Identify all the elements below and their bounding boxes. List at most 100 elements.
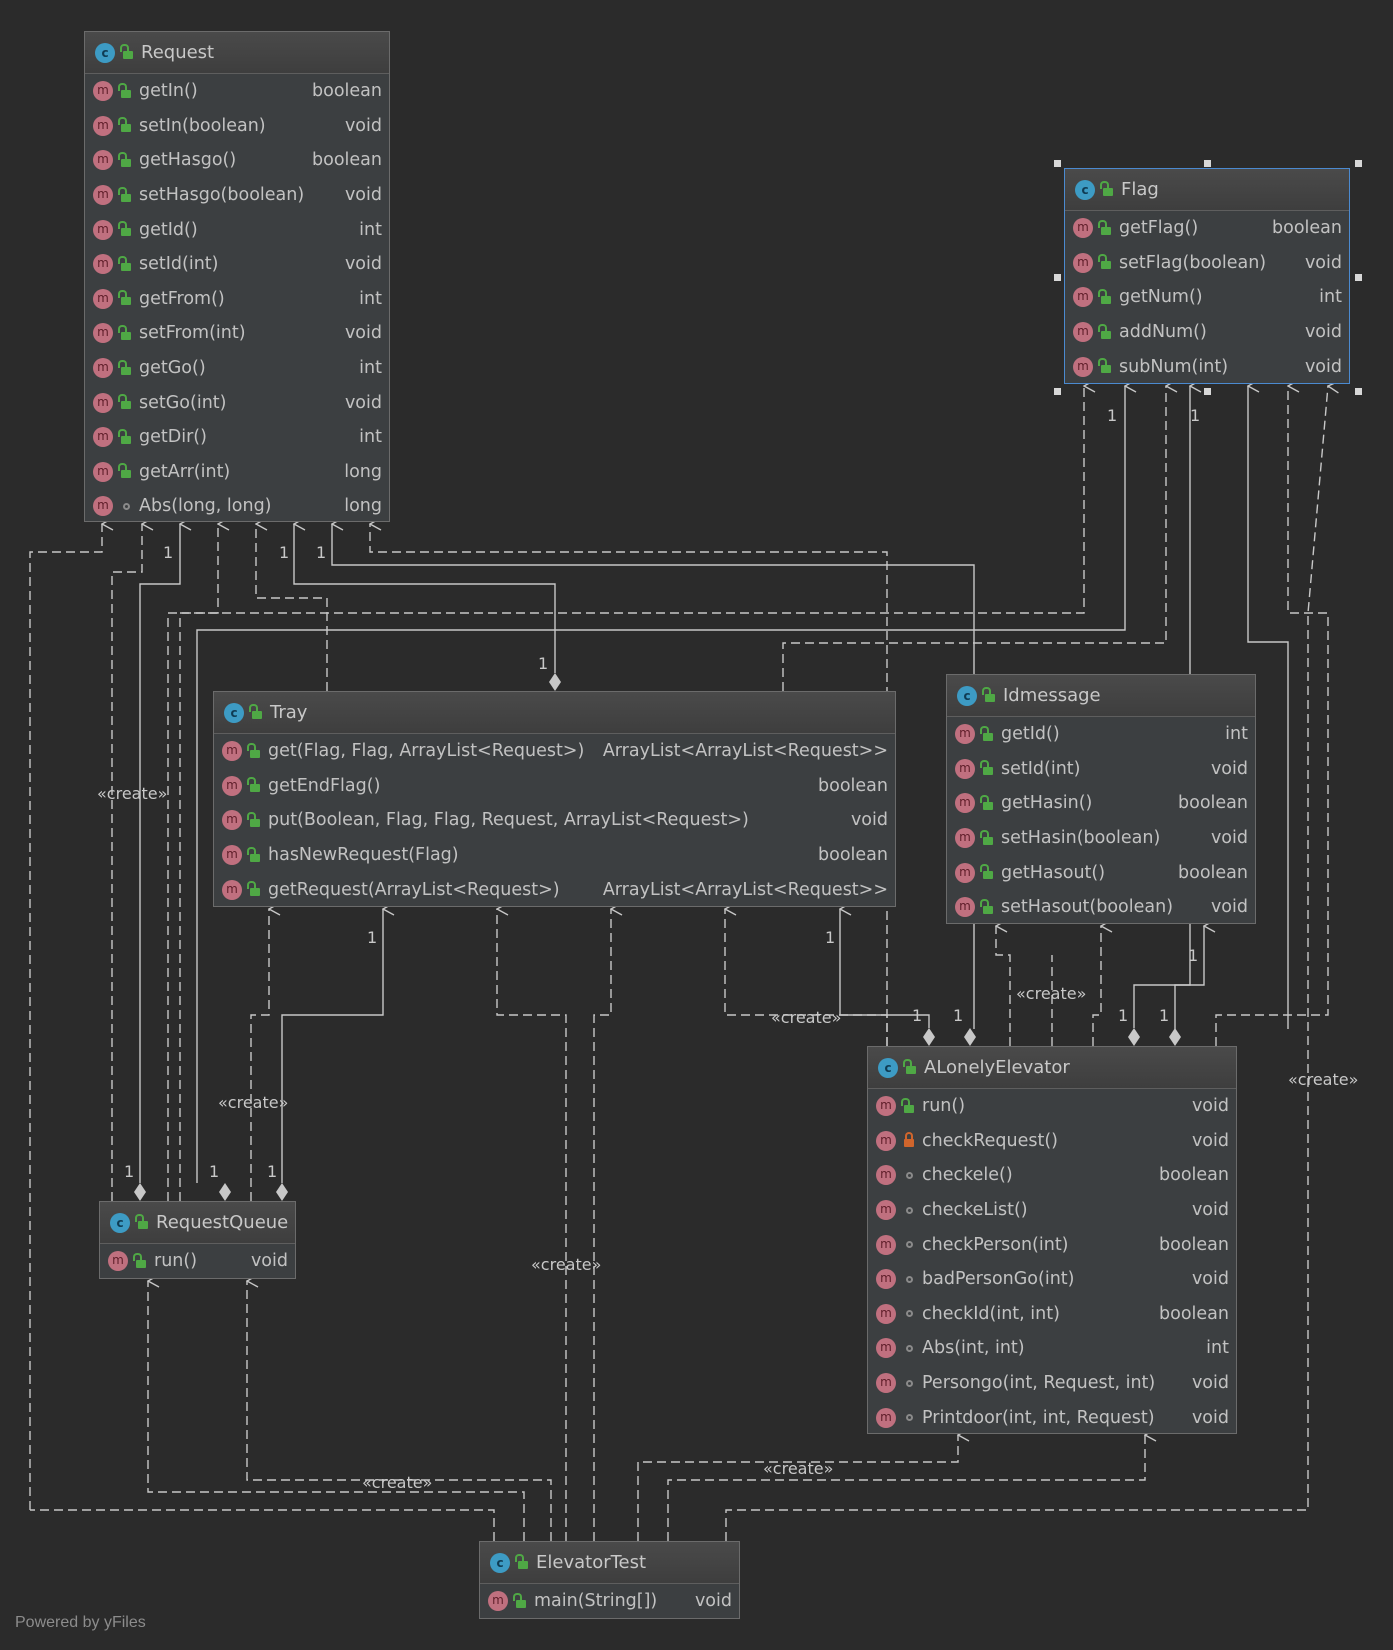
method-name: getIn() [139, 81, 198, 102]
class-header[interactable]: c Request [85, 32, 389, 74]
dependency-edge[interactable] [725, 909, 888, 1046]
dependency-edge[interactable] [247, 1281, 552, 1541]
class-icon: c [110, 1212, 130, 1233]
class-header[interactable]: c Idmessage [947, 675, 1255, 717]
dependency-edge[interactable] [593, 909, 611, 1541]
dependency-edge[interactable] [148, 1281, 525, 1541]
dependency-edge[interactable] [637, 1435, 958, 1541]
association-edge[interactable] [139, 524, 180, 1183]
public-icon [515, 1554, 530, 1570]
method-name: setFrom(int) [139, 323, 246, 344]
dependency-edge[interactable] [30, 1509, 495, 1541]
association-edge[interactable] [1133, 926, 1204, 1028]
dependency-edge[interactable] [725, 386, 1328, 1541]
class-header[interactable]: c ALonelyElevator [868, 1047, 1236, 1089]
package-private-icon [902, 1411, 916, 1425]
class-header[interactable]: c RequestQueue [100, 1202, 295, 1244]
multiplicity-label: 1 [279, 543, 290, 562]
return-type: void [1210, 758, 1248, 779]
association-edge[interactable] [294, 524, 556, 673]
resize-handle-e[interactable] [1355, 274, 1362, 281]
resize-handle-w[interactable] [1054, 274, 1061, 281]
dependency-edge[interactable] [256, 524, 328, 691]
dependency-edge[interactable] [29, 524, 102, 1510]
public-icon [1098, 219, 1113, 235]
dependency-edge[interactable] [667, 1435, 1145, 1541]
association-edge[interactable] [840, 909, 930, 1028]
dependency-edge[interactable] [996, 926, 1011, 1046]
association-edge[interactable] [281, 909, 383, 1183]
resize-handle-se[interactable] [1355, 388, 1362, 395]
dependency-edge[interactable] [1092, 926, 1101, 1046]
resize-handle-n[interactable] [1204, 160, 1211, 167]
resize-handle-s[interactable] [1204, 388, 1211, 395]
dependency-edge[interactable] [250, 909, 269, 1201]
resize-handle-ne[interactable] [1355, 160, 1362, 167]
resize-handle-nw[interactable] [1054, 160, 1061, 167]
dependency-edge[interactable] [179, 386, 1084, 1201]
dependency-edge[interactable] [497, 909, 567, 1541]
dependency-edge[interactable] [111, 524, 142, 1201]
association-edge[interactable] [196, 386, 1125, 1183]
class-header[interactable]: c Flag [1065, 169, 1349, 211]
resize-handle-sw[interactable] [1054, 388, 1061, 395]
package-private-icon [119, 499, 133, 513]
dependency-edge[interactable] [1215, 386, 1329, 1046]
method-icon: m [93, 392, 113, 413]
return-type: boolean [312, 150, 382, 171]
association-edge[interactable] [1248, 386, 1289, 1029]
dependency-edge[interactable] [167, 524, 218, 1201]
dependency-edge[interactable] [782, 386, 1166, 691]
class-header[interactable]: c ElevatorTest [480, 1542, 739, 1584]
class-header[interactable]: c Tray [214, 692, 895, 734]
